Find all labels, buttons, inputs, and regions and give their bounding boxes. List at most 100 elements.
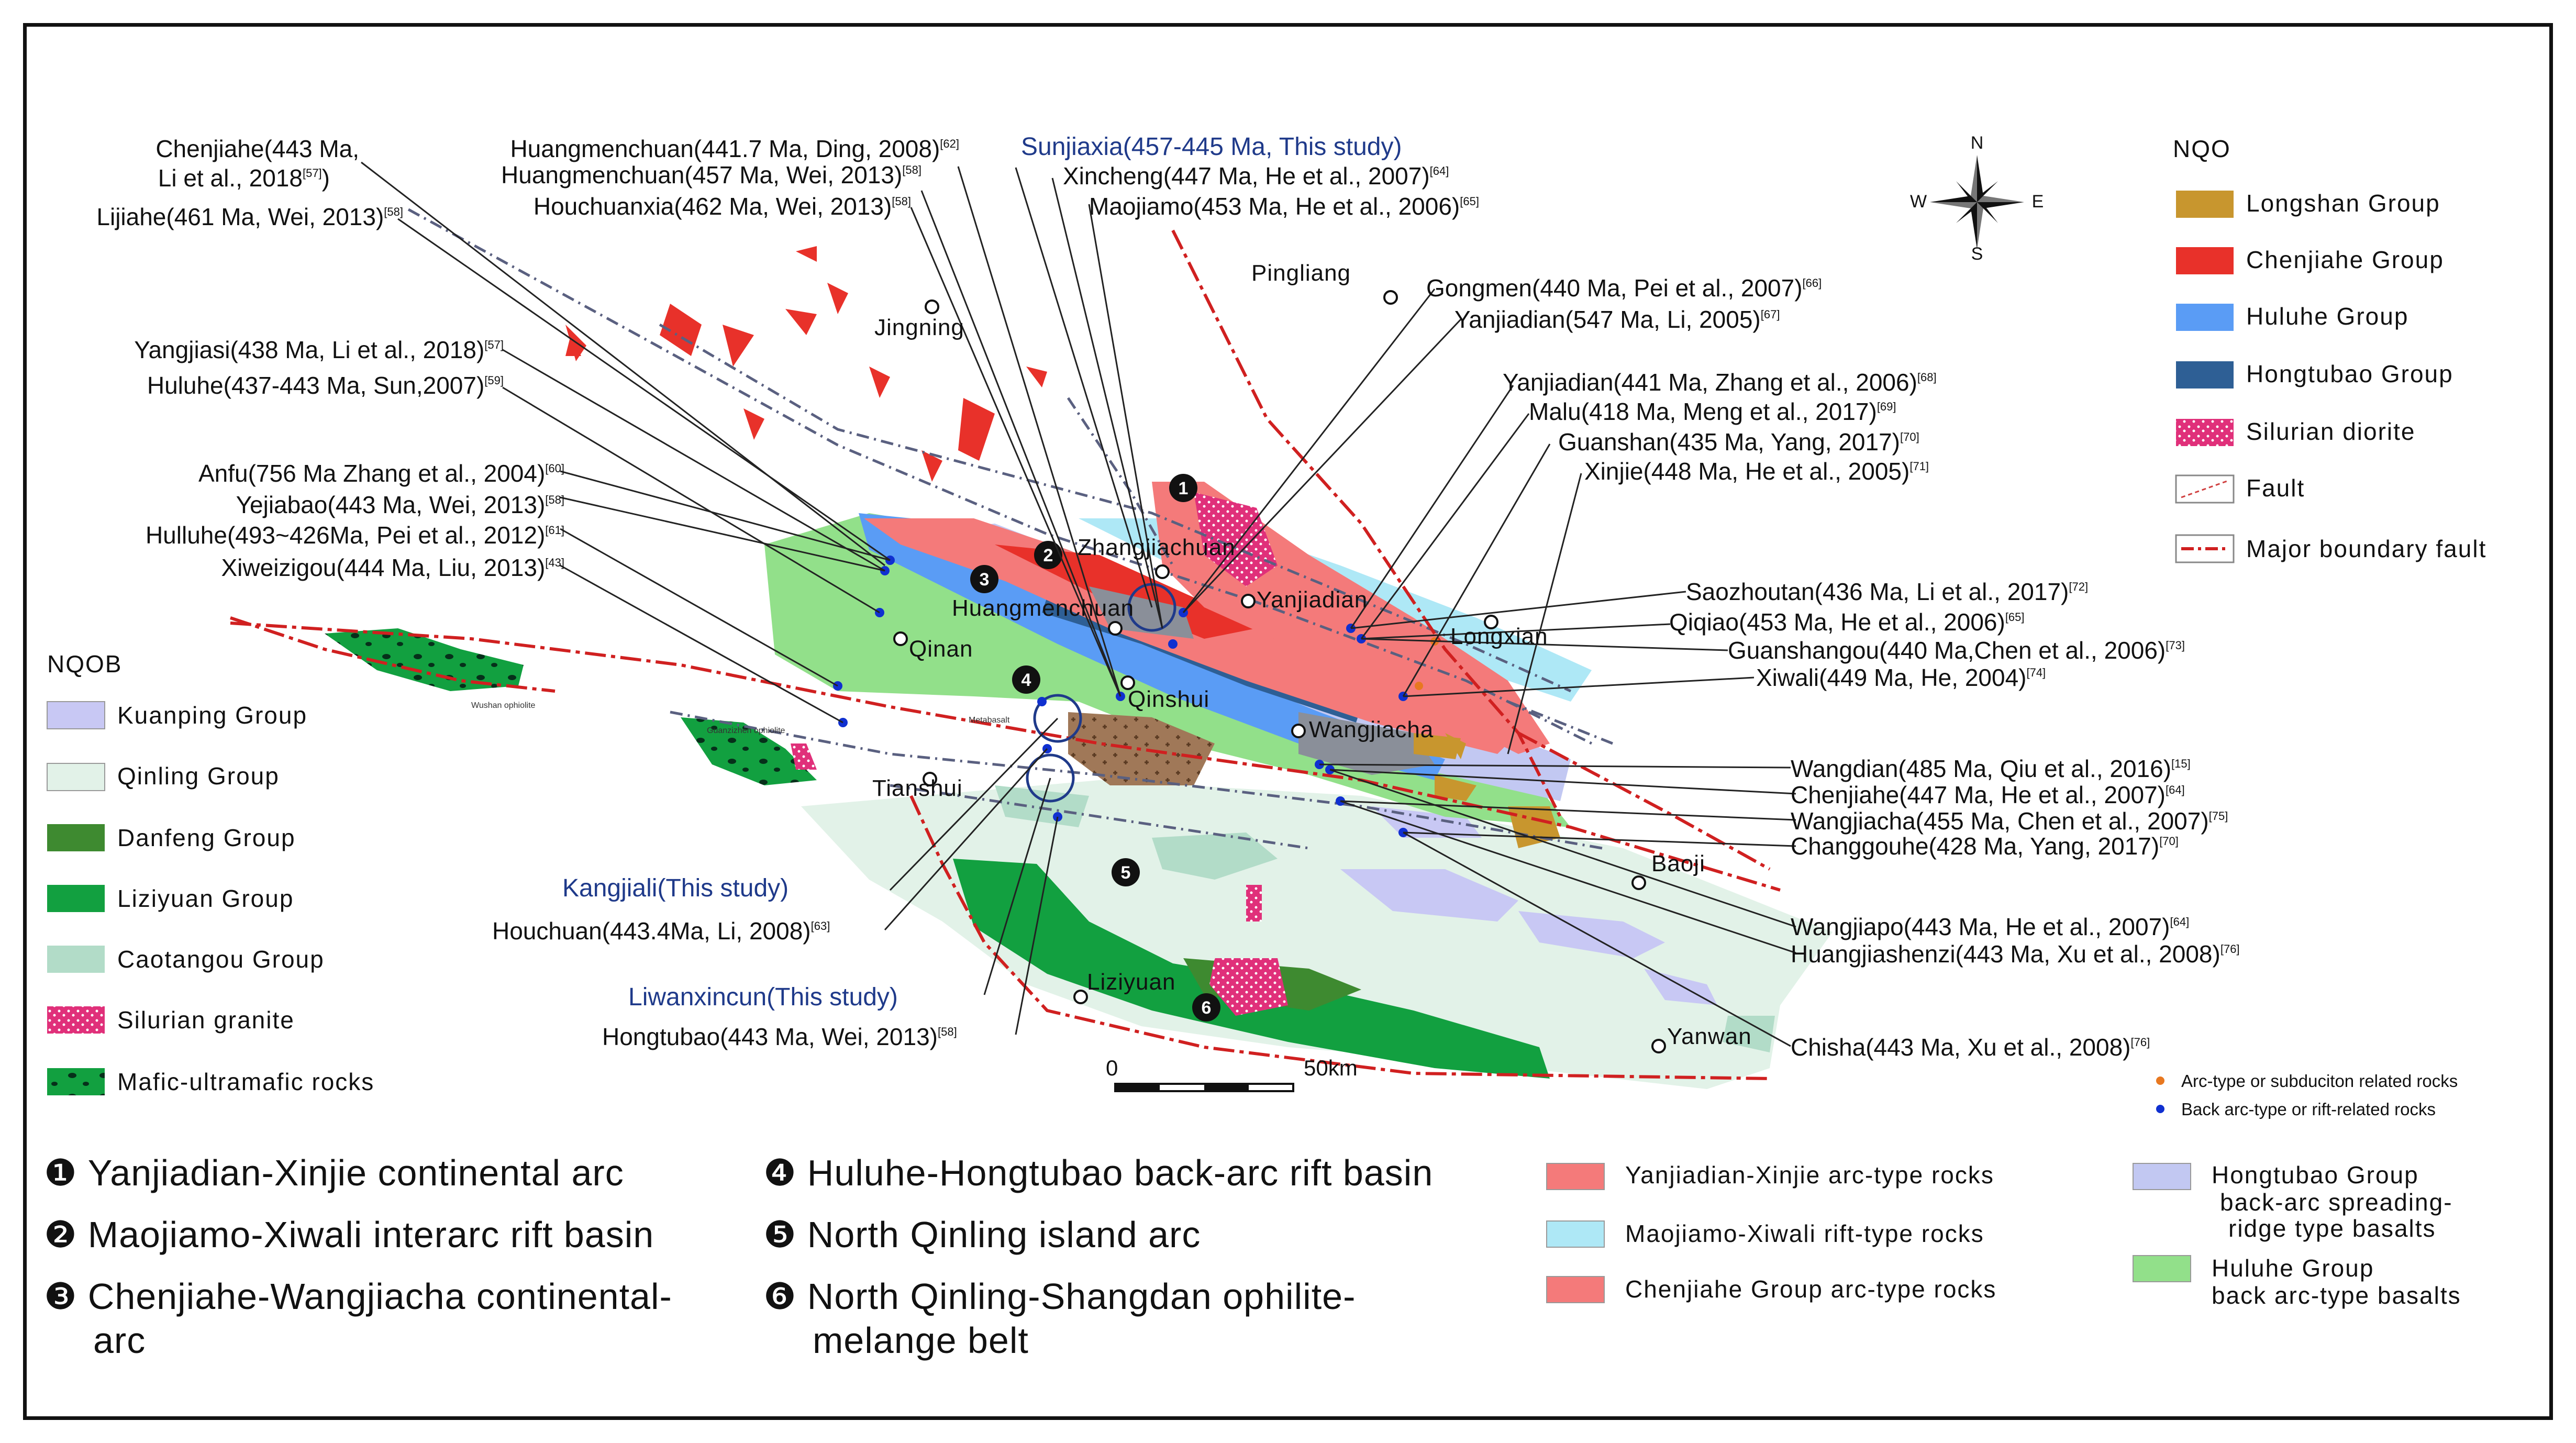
ref-gongmen: Gongmen(440 Ma, Pei et al., 2007)[66] bbox=[1426, 274, 1822, 302]
major-boundary-faults bbox=[230, 229, 1781, 1080]
ref-huangmenchuan-ding: Huangmenchuan(441.7 Ma, Ding, 2008)[62] bbox=[510, 135, 959, 162]
nqob-legend-title: NQOB bbox=[47, 650, 122, 678]
legend-swatch-kuanping bbox=[47, 701, 105, 729]
zone-label-maojiamo: Maojiamo-Xiwali rift-type rocks bbox=[1625, 1220, 1984, 1247]
figure-frame bbox=[23, 23, 2553, 1420]
ref-malu: Malu(418 Ma, Meng et al., 2017)[69] bbox=[1529, 398, 1896, 425]
ref-xiwali: Xiwali(449 Ma, He, 2004)[74] bbox=[1756, 664, 2046, 691]
legend-swatch-fault bbox=[2175, 474, 2235, 504]
caotangou-group-area bbox=[1152, 833, 1278, 880]
ref-xinjie: Xinjie(448 Ma, He et al., 2005)[71] bbox=[1584, 458, 1929, 485]
ref-lijiahe: Lijiahe(461 Ma, Wei, 2013)[58] bbox=[96, 203, 403, 230]
place-wangjiacha: Wangjiacha bbox=[1309, 717, 1434, 742]
zone-label-chenjiahe: Chenjiahe Group arc-type rocks bbox=[1625, 1275, 1996, 1303]
town-markers bbox=[893, 290, 1666, 1053]
scale-zero: 0 bbox=[1106, 1056, 1118, 1080]
place-guanzizhen-ophiolite: Guanzizhen ophiolite bbox=[707, 726, 785, 735]
map-unit-numbers bbox=[970, 474, 1220, 1022]
liziyuan-group-belt bbox=[953, 859, 1550, 1079]
map-number-2 bbox=[1034, 541, 1062, 569]
dot-legend-backarc bbox=[2156, 1105, 2164, 1113]
qinling-group-area bbox=[801, 780, 1833, 1089]
zone-swatch-hongtubao bbox=[2133, 1163, 2191, 1190]
ref-hongtubao-wei: Hongtubao(443 Ma, Wei, 2013)[58] bbox=[602, 1023, 957, 1050]
kangjiali-circle bbox=[1033, 694, 1082, 743]
liwanxincun-circle bbox=[1026, 753, 1075, 803]
legend-label-mafic: Mafic-ultramafic rocks bbox=[117, 1068, 374, 1095]
ref-guanshangou: Guanshangou(440 Ma,Chen et al., 2006)[73… bbox=[1728, 637, 2185, 664]
ref-anfu: Anfu(756 Ma Zhang et al., 2004)[60] bbox=[198, 460, 564, 487]
left-reference-labels: Chenjiahe(443 Ma, Li et al., 2018[57]) L… bbox=[96, 135, 564, 581]
legend-swatch-chenjiahe bbox=[2176, 247, 2234, 274]
yanjiadian-diorite bbox=[1194, 492, 1278, 586]
legend-swatch-silurian-granite bbox=[47, 1006, 105, 1034]
place-zhangjiachuan: Zhangjiachuan bbox=[1078, 535, 1236, 560]
map-body: 1 2 3 4 5 6 bbox=[230, 133, 2044, 1092]
zone-label-hongtubao-1: Hongtubao Group bbox=[2212, 1161, 2419, 1189]
nqob-legend: NQOB Kuanping Group Qinling Group Danfen… bbox=[47, 650, 374, 1095]
legend-swatch-silurian-diorite bbox=[2176, 419, 2234, 446]
ref-huangmenchuan-wei: Huangmenchuan(457 Ma, Wei, 2013)[58] bbox=[501, 161, 921, 188]
place-liziyuan: Liziyuan bbox=[1087, 969, 1175, 995]
place-longxian: Longxian bbox=[1450, 624, 1548, 649]
ref-liwanxincun: Liwanxincun(This study) bbox=[628, 983, 898, 1011]
place-yanjiadian: Yanjiadian bbox=[1257, 587, 1368, 613]
sample-dot-legend: Arc-type or subduciton related rocks Bac… bbox=[2156, 1071, 2458, 1119]
kuanping-group-area bbox=[1340, 869, 1518, 922]
legend-swatch-danfeng bbox=[47, 824, 105, 851]
study-reference-labels: Sunjiaxia(457-445 Ma, This study) Kangji… bbox=[562, 133, 1402, 1011]
longshan-group-3 bbox=[1435, 775, 1476, 801]
legend-swatch-liziyuan bbox=[47, 885, 105, 912]
ref-guanshan: Guanshan(435 Ma, Yang, 2017)[70] bbox=[1558, 428, 1919, 456]
map-number-5 bbox=[1112, 858, 1140, 886]
legend-label-liziyuan: Liziyuan Group bbox=[117, 885, 294, 912]
legend-swatch-qinling bbox=[47, 763, 105, 791]
map-number-3 bbox=[970, 565, 998, 593]
ref-yanjiadian-zhang: Yanjiadian(441 Ma, Zhang et al., 2006)[6… bbox=[1503, 369, 1937, 396]
right-reference-labels: Gongmen(440 Ma, Pei et al., 2007)[66] Ya… bbox=[1426, 274, 2240, 1061]
place-baoji: Baoji bbox=[1651, 851, 1705, 876]
zone-label-hongtubao-3: ridge type basalts bbox=[2228, 1215, 2436, 1242]
place-tianshui: Tianshui bbox=[872, 775, 963, 801]
silurian-granite-2 bbox=[1246, 885, 1262, 922]
zone-label-yanjiadian: Yanjiadian-Xinjie arc-type rocks bbox=[1625, 1161, 1994, 1189]
ref-xincheng: Xincheng(447 Ma, He et al., 2007)[64] bbox=[1063, 162, 1449, 190]
ref-maojiamo: Maojiamo(453 Ma, He et al., 2006)[65] bbox=[1089, 193, 1479, 220]
legend-label-caotangou: Caotangou Group bbox=[117, 946, 325, 973]
ref-sunjiaxia: Sunjiaxia(457-445 Ma, This study) bbox=[1021, 133, 1402, 161]
houchuan-area bbox=[1068, 712, 1215, 785]
leader-lines bbox=[361, 161, 1796, 1047]
ref-yejiabao: Yejiabao(443 Ma, Wei, 2013)[58] bbox=[236, 491, 564, 518]
ref-xiweizigou: Xiweizigou(444 Ma, Liu, 2013)[43] bbox=[221, 554, 564, 581]
map-number-4 bbox=[1012, 665, 1040, 694]
ref-chisha: Chisha(443 Ma, Xu et al., 2008)[76] bbox=[1791, 1034, 2150, 1061]
compass-w: W bbox=[1910, 192, 1927, 212]
silurian-granite-liziyuan bbox=[1209, 958, 1288, 1016]
faults bbox=[407, 208, 1613, 850]
ref-houchuan-li: Houchuan(443.4Ma, Li, 2008)[63] bbox=[492, 917, 830, 945]
legend-label-hongtubao: Hongtubao Group bbox=[2246, 360, 2453, 387]
map-number-6-text: 6 bbox=[1202, 998, 1212, 1018]
chenjiahe-fragments bbox=[565, 246, 1047, 482]
legend-label-fault: Fault bbox=[2246, 474, 2305, 502]
bottom-reference-labels: Houchuan(443.4Ma, Li, 2008)[63] Hongtuba… bbox=[492, 917, 957, 1050]
ref-saozhoutan: Saozhoutan(436 Ma, Li et al., 2017)[72] bbox=[1686, 578, 2088, 605]
legend-label-danfeng: Danfeng Group bbox=[117, 824, 296, 851]
map-number-4-text: 4 bbox=[1021, 670, 1031, 690]
zone-legend: Yanjiadian-Xinjie arc-type rocks Maojiam… bbox=[1546, 1161, 2460, 1309]
map-number-5-text: 5 bbox=[1121, 863, 1131, 883]
guanzizhen-ophiolite-belt bbox=[681, 717, 817, 785]
legend-label-huluhe: Huluhe Group bbox=[2246, 303, 2408, 330]
ref-houchuanxia: Houchuanxia(462 Ma, Wei, 2013)[58] bbox=[534, 193, 911, 220]
map-number-1 bbox=[1169, 474, 1197, 502]
ref-changgouhe: Changgouhe(428 Ma, Yang, 2017)[70] bbox=[1791, 833, 2179, 860]
longshan-group-4 bbox=[1445, 733, 1466, 759]
place-huangmenchuan: Huangmenchuan bbox=[952, 595, 1134, 621]
nqo-legend: NQO Longshan Group Chenjiahe Group Huluh… bbox=[2173, 135, 2485, 563]
